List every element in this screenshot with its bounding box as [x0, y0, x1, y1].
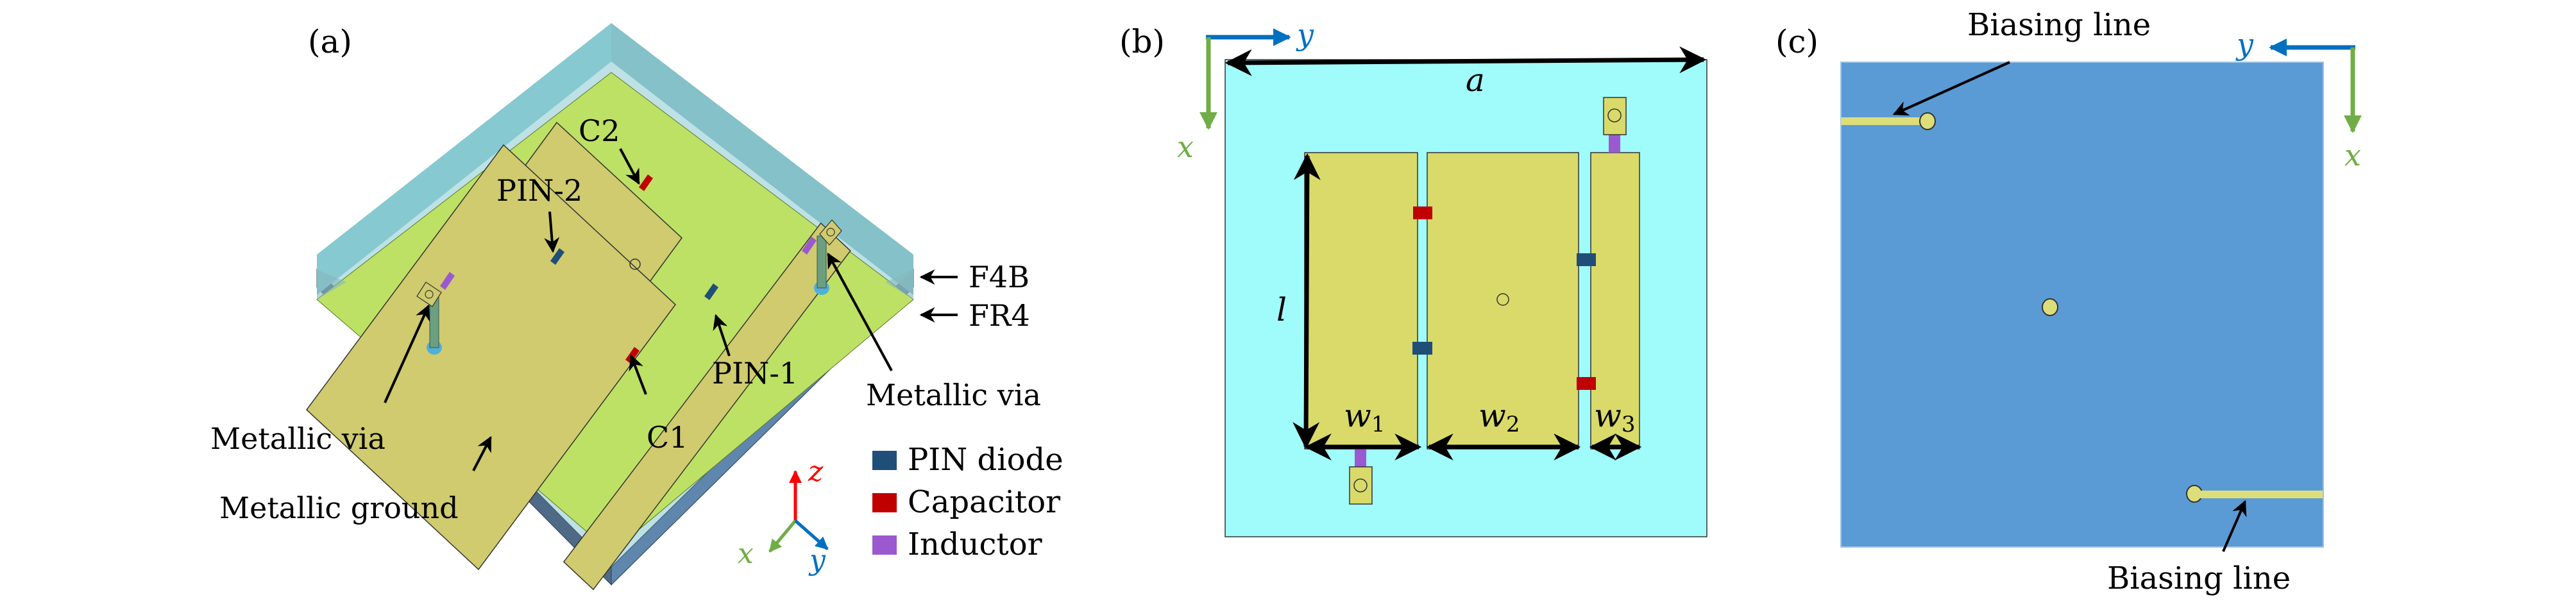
ground-plane — [1840, 62, 2324, 548]
panel-b-label: (b) — [1119, 23, 1165, 60]
panel-a: (a) — [210, 23, 1063, 591]
patch-w2-top — [1427, 152, 1579, 450]
arrow-c1 — [629, 354, 647, 395]
via-pad-top-b — [1603, 97, 1627, 135]
dim-a-label: a — [1466, 62, 1485, 99]
center-via-c — [2042, 298, 2058, 316]
legend-label-pin: PIN diode — [908, 442, 1063, 478]
pin-diode-1 — [704, 283, 718, 300]
f4b-corner-left — [317, 269, 346, 299]
bias-line-top — [1841, 117, 1924, 125]
pin-diode-2-b — [1412, 342, 1432, 355]
patch-w3 — [563, 222, 851, 591]
label-bias-top: Biasing line — [1967, 7, 2151, 43]
label-fr4: FR4 — [969, 298, 1030, 333]
y-axis-arrow — [794, 519, 829, 550]
z-axis-label: z — [808, 455, 824, 488]
arrow-via-left — [384, 304, 430, 403]
pin-diode-1-b — [1577, 253, 1596, 266]
y-axis-label: y — [808, 544, 826, 577]
legend-swatch-pin — [872, 451, 897, 470]
center-via-b — [1496, 293, 1509, 306]
arrow-c2 — [619, 148, 640, 185]
label-via-right: Metallic via — [866, 378, 1041, 412]
x-axis-arrow — [768, 519, 797, 553]
capacitor-c1-b — [1577, 377, 1596, 390]
bias-via-top — [1919, 112, 1936, 130]
bias-line-bottom — [2199, 491, 2323, 498]
arrow-ground — [472, 435, 492, 471]
metallic-via-right — [814, 219, 842, 295]
inductor-right — [802, 237, 817, 255]
arrow-bias-top — [1892, 61, 2010, 116]
dim-w1-label: w1 — [1344, 397, 1385, 437]
capacitor-c2-b — [1413, 206, 1432, 219]
legend-label-inductor: Inductor — [908, 526, 1042, 562]
f4b-corner-right — [885, 269, 913, 299]
legend-label-capacitor: Capacitor — [908, 484, 1060, 520]
panel-c: (c) Biasing line Biasing line y x — [1775, 7, 2362, 596]
arrow-pin2 — [544, 211, 560, 253]
label-pin1: PIN-1 — [712, 356, 798, 391]
panel-a-label: (a) — [308, 23, 352, 60]
y-axis-label-c: y — [2235, 27, 2254, 62]
dim-w3-label: w3 — [1594, 397, 1635, 437]
arrow-via-right — [827, 252, 893, 371]
arrow-pin1 — [713, 314, 731, 357]
legend-swatch-inductor — [872, 535, 897, 555]
x-axis-label-b: x — [1177, 130, 1194, 164]
legend: PIN diode Capacitor Inductor — [872, 442, 1063, 562]
label-pin2: PIN-2 — [496, 173, 582, 208]
via-hole-bottom-b — [1353, 478, 1368, 492]
center-via-hole — [629, 258, 641, 270]
metallic-via-left — [416, 282, 442, 355]
inductor-bottom-b — [1355, 449, 1366, 467]
label-ground: Metallic ground — [219, 491, 459, 525]
label-via-left: Metallic via — [210, 421, 386, 456]
dim-a-arrow — [1224, 46, 1707, 76]
pin-diode-2 — [550, 248, 564, 265]
dim-l-label: l — [1276, 291, 1287, 328]
label-bias-bottom: Biasing line — [2107, 560, 2291, 596]
legend-swatch-capacitor — [872, 493, 897, 512]
via-pad-bottom-b — [1349, 466, 1373, 505]
label-f4b: F4B — [969, 260, 1030, 294]
inductor-left — [440, 272, 455, 290]
patch-w1-top — [1304, 152, 1418, 450]
patch-w2 — [305, 144, 677, 571]
panel-c-label: (c) — [1775, 23, 1818, 60]
label-c1: C1 — [647, 420, 688, 455]
x-axis-label: x — [738, 537, 754, 570]
y-axis-label-b: y — [1296, 17, 1314, 52]
axes-3d: z x y — [738, 455, 829, 577]
panel-b: (b) y x a l w1 w2 w3 — [1119, 17, 1707, 537]
x-axis-label-c: x — [2344, 138, 2361, 173]
arrow-bias-bottom — [2222, 500, 2247, 552]
via-hole-top-b — [1607, 108, 1622, 122]
dim-l-arrow — [1292, 153, 1321, 450]
inductor-top-b — [1609, 135, 1620, 153]
capacitor-c2 — [639, 174, 653, 191]
label-c2: C2 — [579, 114, 620, 148]
dim-w2-label: w2 — [1479, 397, 1520, 437]
